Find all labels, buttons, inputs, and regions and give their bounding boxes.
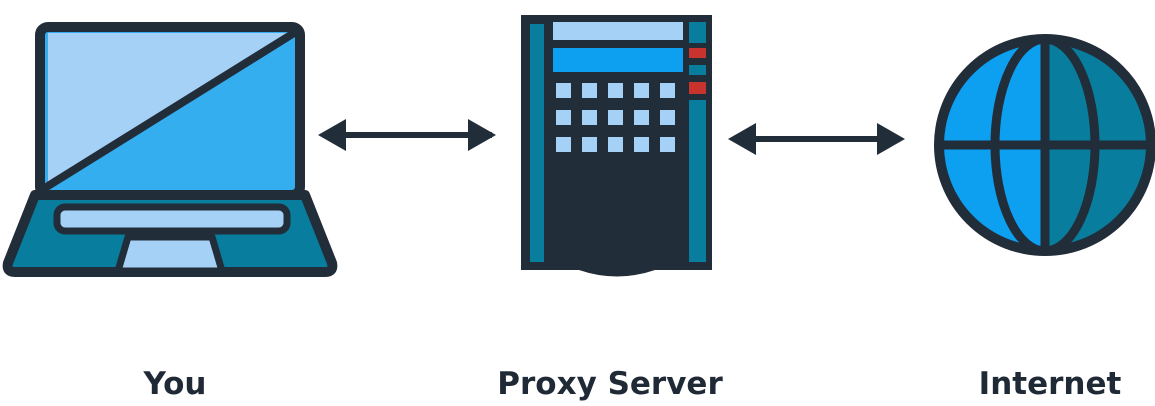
globe-icon bbox=[934, 34, 1155, 256]
laptop-icon bbox=[2, 22, 338, 277]
internet-label: Internet bbox=[978, 366, 1122, 402]
bidirectional-arrow-right bbox=[728, 123, 905, 155]
server-icon bbox=[521, 15, 712, 277]
bidirectional-arrow-left bbox=[318, 119, 496, 151]
proxy-server-label: Proxy Server bbox=[497, 366, 723, 402]
you-label: You bbox=[143, 366, 207, 402]
